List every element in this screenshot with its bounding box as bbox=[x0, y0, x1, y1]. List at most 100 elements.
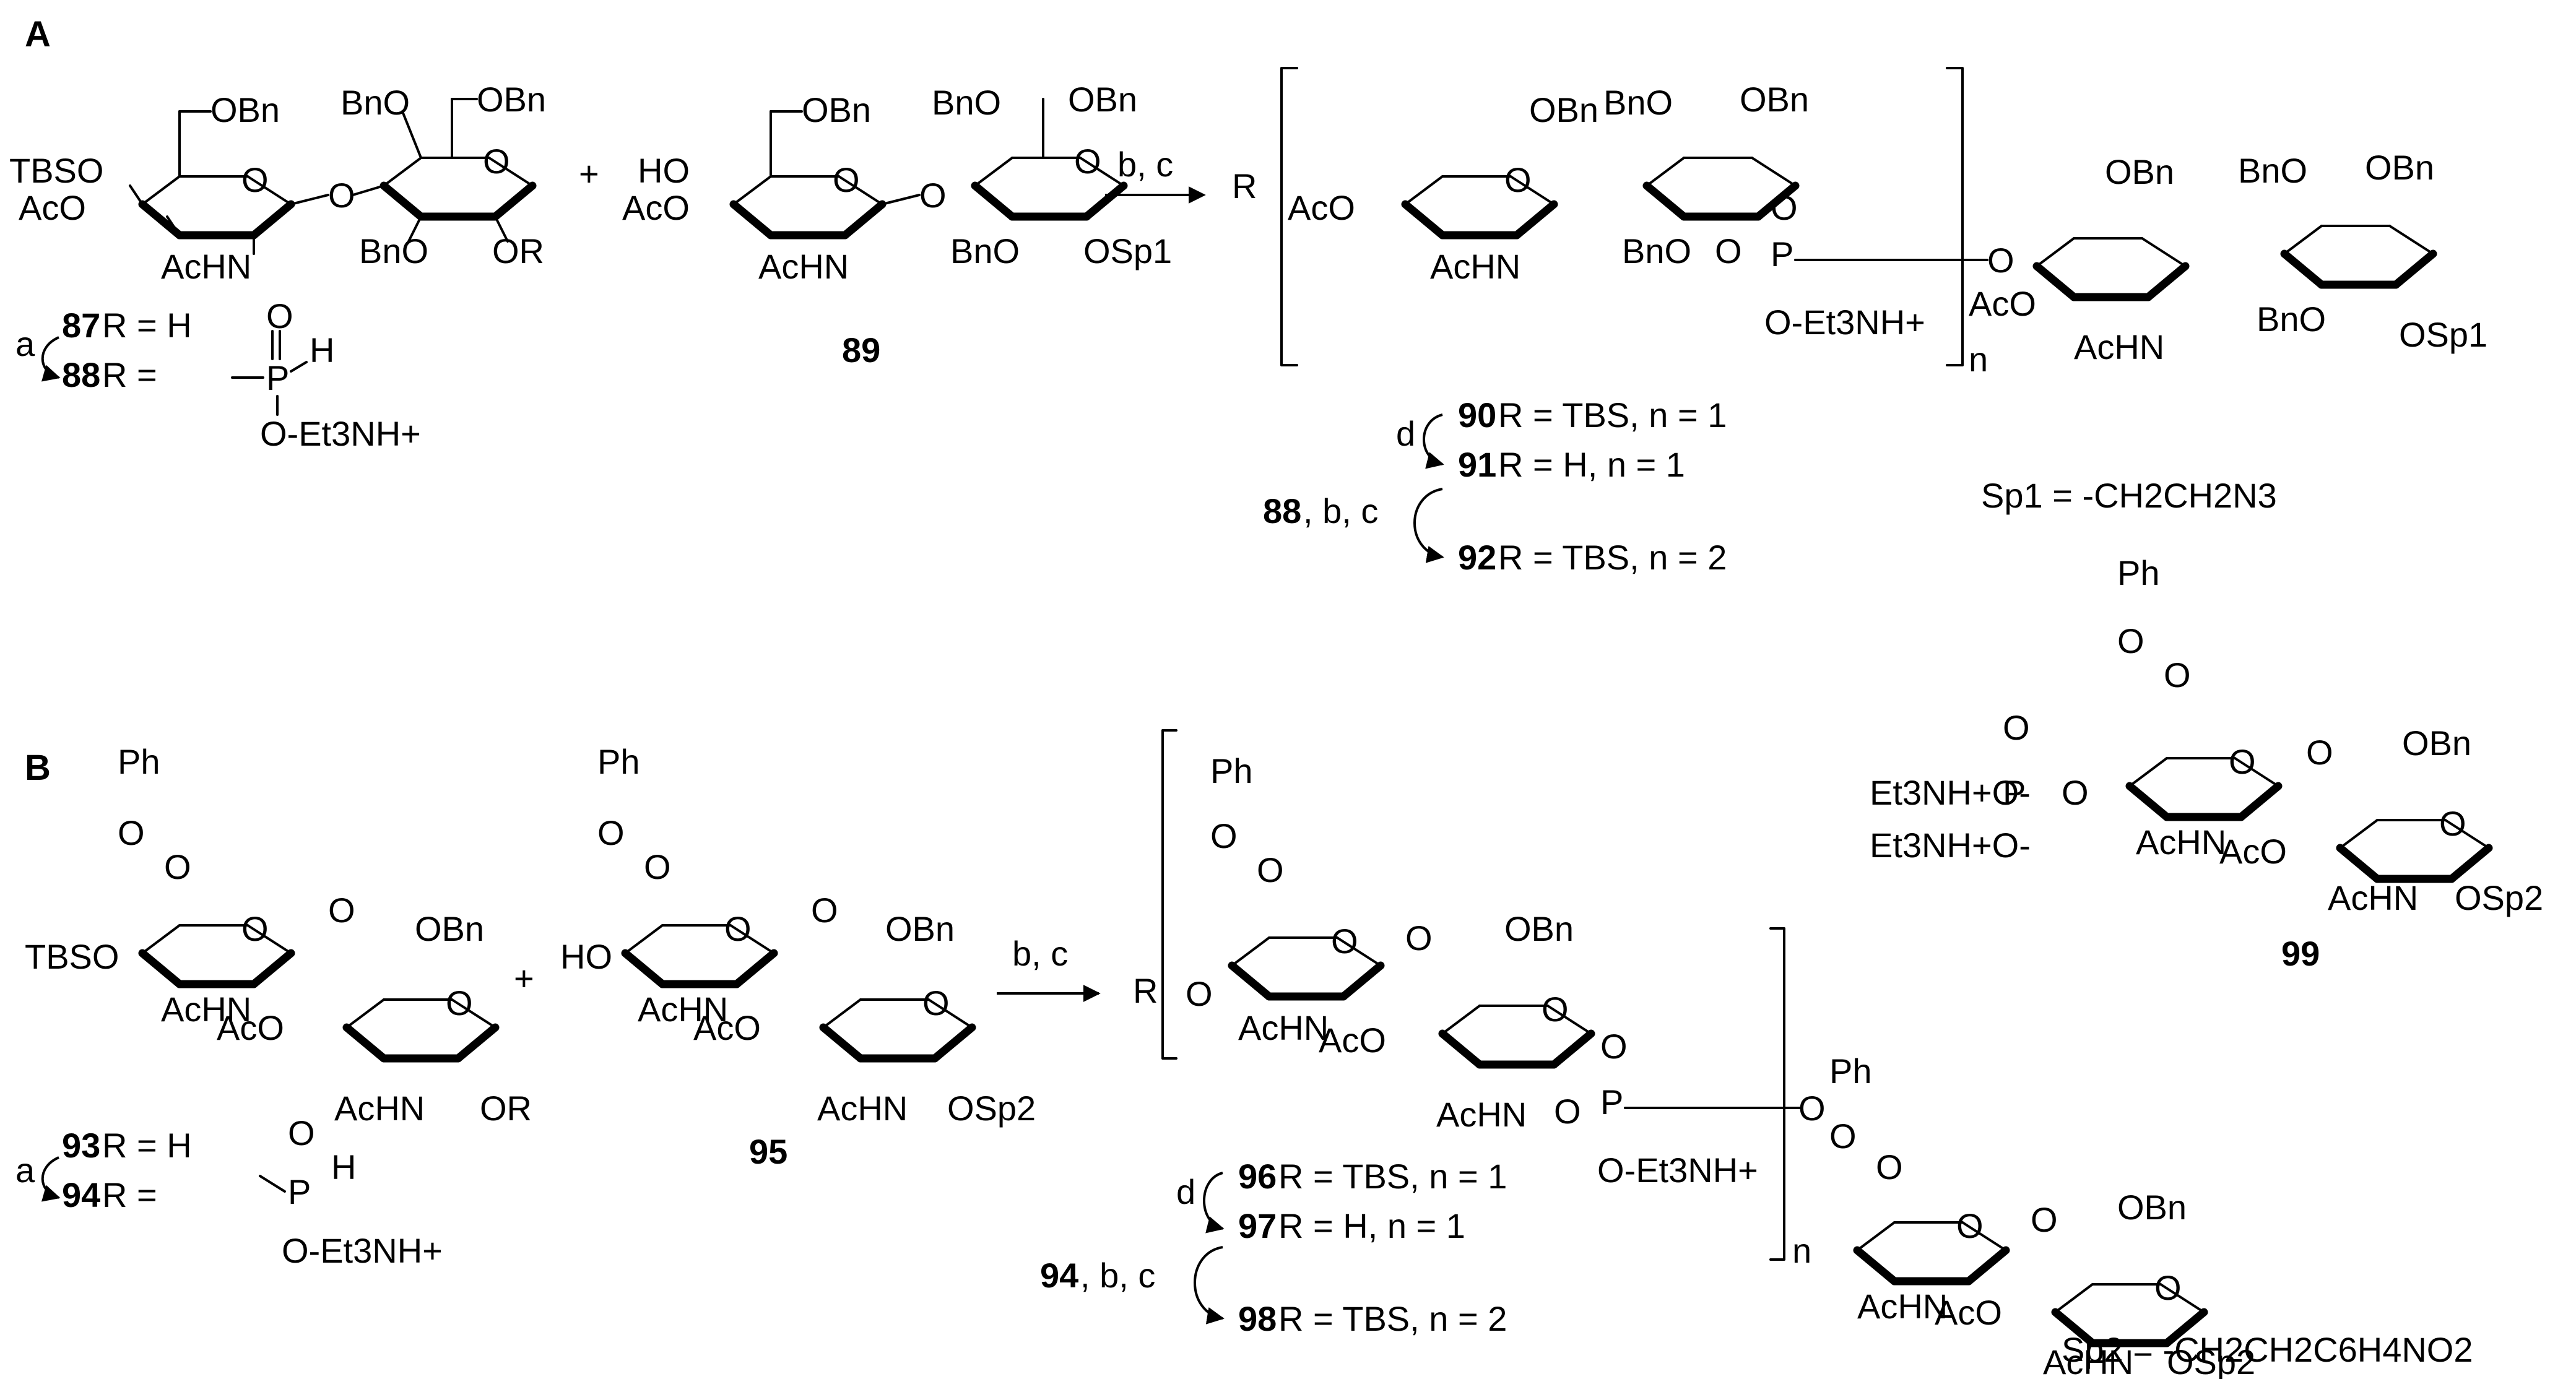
svg-text:O: O bbox=[1715, 231, 1742, 270]
svg-text:O: O bbox=[1798, 1089, 1826, 1128]
svg-text:AcHN: AcHN bbox=[1430, 247, 1520, 286]
compound-89-structure: O OBn HO AcO AcHN O bbox=[622, 90, 947, 286]
compound-95-galnac: O OBn AcO AcHN OSp2 bbox=[693, 909, 1036, 1128]
compound-91-desc: R = H, n = 1 bbox=[1498, 445, 1685, 484]
plus-sign-a: + bbox=[579, 154, 599, 193]
product-a-gal-2: BnO OBn BnO OSp1 bbox=[2238, 148, 2487, 354]
svg-text:O: O bbox=[1956, 1206, 1984, 1245]
svg-text:AcO: AcO bbox=[622, 188, 690, 227]
svg-text:O: O bbox=[118, 813, 145, 852]
svg-text:O-Et3NH+: O-Et3NH+ bbox=[282, 1231, 443, 1270]
svg-text:OBn: OBn bbox=[2117, 1188, 2187, 1227]
svg-text:O: O bbox=[328, 176, 355, 215]
product-b-glcnac-1: O O AcHN O bbox=[1186, 919, 1433, 1047]
compound-88-label: 88 bbox=[62, 355, 100, 394]
svg-text:HO: HO bbox=[638, 151, 690, 190]
product-b-glcnac-2: O O AcHN O bbox=[1798, 1089, 2058, 1326]
spacer-1-definition: Sp1 = -CH2CH2N3 bbox=[1981, 476, 2277, 515]
compound-89-galactose-ring: O BnO OBn BnO OSp1 bbox=[932, 80, 1172, 270]
svg-text:Et3NH+O-: Et3NH+O- bbox=[1870, 826, 2031, 865]
svg-text:O: O bbox=[1331, 922, 1358, 961]
compound-98-desc: R = TBS, n = 2 bbox=[1278, 1299, 1507, 1338]
conditions-b: b, c bbox=[1012, 934, 1068, 973]
svg-text:O: O bbox=[724, 909, 752, 948]
svg-text:OSp1: OSp1 bbox=[1083, 231, 1172, 270]
svg-text:O: O bbox=[2164, 655, 2191, 694]
svg-text:BnO: BnO bbox=[359, 231, 428, 270]
product-a-glcnac-2: O OBn AcO AcHN bbox=[1969, 152, 2185, 366]
svg-text:OBn: OBn bbox=[477, 80, 546, 119]
svg-text:O: O bbox=[266, 296, 293, 335]
svg-text:P: P bbox=[288, 1172, 311, 1211]
svg-text:OBn: OBn bbox=[210, 90, 280, 129]
compound-94-label: 94 bbox=[62, 1175, 100, 1214]
compound-95-benzylidene: Ph O O bbox=[597, 742, 671, 886]
svg-text:AcHN: AcHN bbox=[2136, 823, 2226, 862]
svg-text:O: O bbox=[1554, 1092, 1581, 1131]
svg-text:Ph: Ph bbox=[1210, 751, 1253, 790]
svg-text:O-Et3NH+: O-Et3NH+ bbox=[260, 414, 421, 453]
reagent-d-a: d bbox=[1396, 414, 1415, 453]
svg-text:AcHN: AcHN bbox=[638, 990, 728, 1029]
svg-text:O: O bbox=[1074, 142, 1101, 181]
svg-text:AcHN: AcHN bbox=[1238, 1008, 1329, 1047]
svg-text:O: O bbox=[2117, 621, 2144, 660]
svg-text:AcHN: AcHN bbox=[2328, 878, 2418, 917]
svg-text:O: O bbox=[922, 983, 950, 1022]
svg-text:O: O bbox=[1186, 974, 1213, 1013]
compound-99-glcnac: O AcHN O bbox=[2130, 733, 2333, 862]
svg-text:OBn: OBn bbox=[1529, 90, 1598, 129]
svg-text:TBSO: TBSO bbox=[25, 937, 119, 976]
iter-reagent-b: 94 bbox=[1040, 1256, 1078, 1295]
svg-text:O: O bbox=[1987, 241, 2014, 280]
svg-text:OSp2: OSp2 bbox=[947, 1089, 1036, 1128]
svg-text:AcHN: AcHN bbox=[2074, 327, 2164, 366]
svg-text:P: P bbox=[266, 358, 289, 397]
svg-text:OR: OR bbox=[480, 1089, 532, 1128]
svg-text:n: n bbox=[1969, 340, 1988, 379]
svg-text:OSp2: OSp2 bbox=[2455, 878, 2543, 917]
phosphate-linker-b: P O O-Et3NH+ bbox=[1597, 1027, 1803, 1190]
svg-text:BnO: BnO bbox=[1603, 83, 1673, 122]
compound-87-galactose-ring: O BnO OBn BnO OR bbox=[340, 80, 546, 270]
svg-text:O: O bbox=[241, 160, 269, 199]
iter-conditions-b: , b, c bbox=[1080, 1256, 1155, 1295]
svg-text:O: O bbox=[446, 983, 473, 1022]
svg-text:OBn: OBn bbox=[1504, 909, 1574, 948]
svg-text:Ph: Ph bbox=[597, 742, 640, 781]
svg-text:BnO: BnO bbox=[2238, 151, 2307, 190]
compound-87-desc: R = H bbox=[102, 306, 192, 345]
svg-text:BnO: BnO bbox=[1622, 231, 1691, 270]
r-group-a: R bbox=[1232, 166, 1257, 205]
svg-text:O: O bbox=[2031, 1200, 2058, 1239]
h-phosphonate-94: P O H O-Et3NH+ bbox=[259, 1113, 443, 1270]
compound-98-label: 98 bbox=[1238, 1299, 1277, 1338]
reagent-a-b-label: a bbox=[15, 1151, 35, 1190]
arrow-a-step bbox=[41, 336, 61, 382]
compound-90-desc: R = TBS, n = 1 bbox=[1498, 396, 1727, 434]
compound-92-desc: R = TBS, n = 2 bbox=[1498, 538, 1727, 577]
svg-text:BnO: BnO bbox=[932, 83, 1001, 122]
svg-text:O: O bbox=[597, 813, 625, 852]
svg-text:HO: HO bbox=[560, 937, 612, 976]
svg-text:O: O bbox=[644, 847, 671, 886]
iter-conditions-a: , b, c bbox=[1303, 491, 1378, 530]
product-a-glcnac-1: O OBn AcO AcHN bbox=[1288, 90, 1598, 286]
svg-text:AcHN: AcHN bbox=[2043, 1342, 2133, 1379]
compound-94-desc: R = bbox=[102, 1175, 157, 1214]
svg-text:OBn: OBn bbox=[885, 909, 955, 948]
svg-text:AcHN: AcHN bbox=[817, 1089, 908, 1128]
svg-text:OSp1: OSp1 bbox=[2399, 315, 2487, 354]
compound-88-desc: R = bbox=[102, 355, 157, 394]
svg-text:O: O bbox=[2439, 804, 2466, 843]
svg-text:AcHN: AcHN bbox=[1857, 1287, 1948, 1326]
svg-text:OR: OR bbox=[492, 231, 544, 270]
svg-text:BnO: BnO bbox=[2257, 300, 2326, 339]
svg-text:O: O bbox=[2306, 733, 2333, 772]
compound-87-structure: O OBn TBSO AcO AcHN O bbox=[9, 90, 385, 286]
panel-label-b: B bbox=[25, 748, 51, 788]
conditions-a: b, c bbox=[1117, 145, 1173, 184]
svg-text:AcO: AcO bbox=[217, 1008, 284, 1047]
svg-text:AcO: AcO bbox=[1319, 1021, 1386, 1060]
svg-text:OBn: OBn bbox=[2402, 724, 2471, 763]
